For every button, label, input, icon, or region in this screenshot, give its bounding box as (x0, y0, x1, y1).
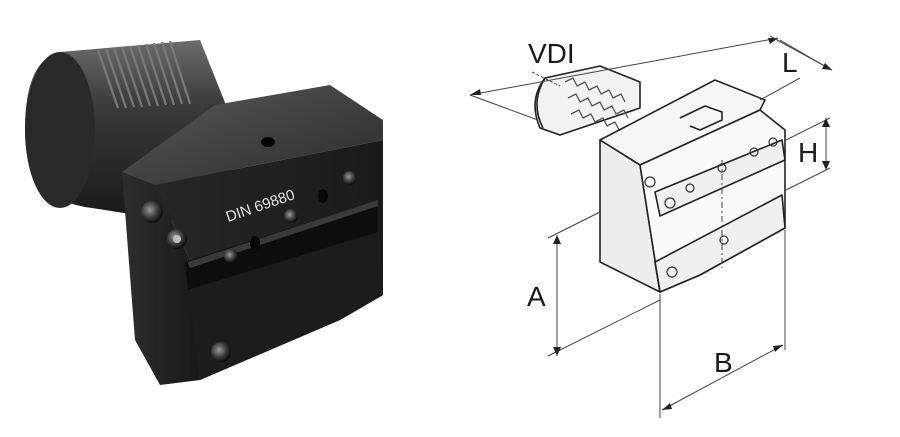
photo-clamp-bar (188, 232, 383, 380)
bolt-icon (211, 342, 231, 362)
label-vdi: VDI (528, 38, 575, 69)
screw-icon (749, 147, 759, 157)
screw-icon (644, 176, 656, 188)
bolt-icon (141, 201, 163, 223)
dim-b (659, 230, 786, 418)
photo-block-top (122, 85, 383, 185)
photo-shank (25, 40, 232, 230)
drawing-screws (644, 137, 778, 278)
label-l: L (782, 47, 798, 78)
photo-hole (250, 236, 260, 250)
dim-a (547, 211, 661, 357)
bolt-icon (343, 171, 357, 185)
holder-photo: DIN 69880 (25, 40, 383, 385)
label-a: A (527, 281, 546, 312)
drawing-upper-rail (654, 139, 786, 217)
photo-hole (318, 189, 328, 203)
photo-top-hole (261, 137, 275, 147)
screw-icon (685, 183, 695, 193)
screw-icon (768, 137, 778, 147)
dim-vdi (469, 37, 829, 121)
photo-slot (185, 200, 378, 290)
screw-icon (666, 266, 678, 278)
photo-bolts (141, 171, 357, 362)
bolt-icon (224, 249, 238, 263)
holder-drawing (534, 65, 786, 293)
dim-h (785, 117, 831, 191)
dimension-lines (469, 35, 833, 418)
photo-block-end (122, 172, 200, 385)
photo-serration (96, 40, 192, 109)
screw-icon (719, 235, 729, 245)
label-b: B (714, 347, 733, 378)
bolt-icon (284, 209, 298, 223)
screw-icon (664, 197, 676, 209)
label-h: H (798, 137, 818, 168)
drawing-shank (534, 65, 641, 136)
dim-l (759, 35, 833, 101)
